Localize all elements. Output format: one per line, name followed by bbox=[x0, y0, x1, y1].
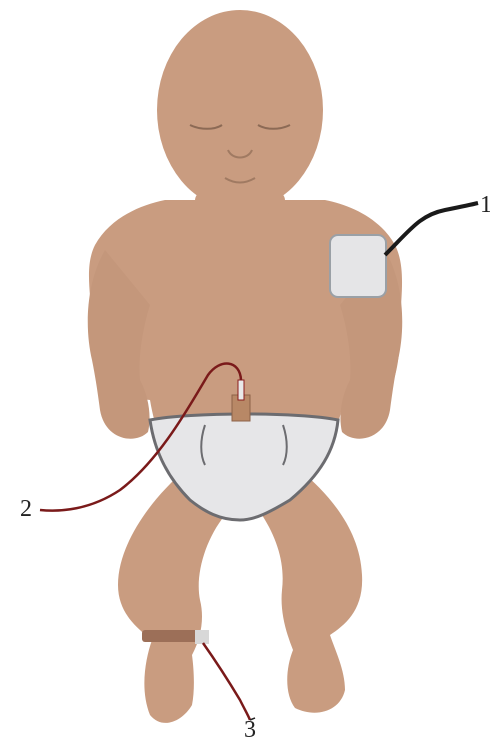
blood-pressure-cuff-icon bbox=[330, 235, 386, 297]
cuff-cable bbox=[385, 203, 478, 255]
label-1: 1 bbox=[480, 193, 490, 217]
head bbox=[157, 10, 323, 218]
ankle-sensor-line bbox=[203, 643, 250, 720]
label-2: 2 bbox=[20, 497, 32, 521]
label-3: 3 bbox=[244, 718, 256, 742]
ankle-sensor-band-icon bbox=[142, 630, 209, 644]
